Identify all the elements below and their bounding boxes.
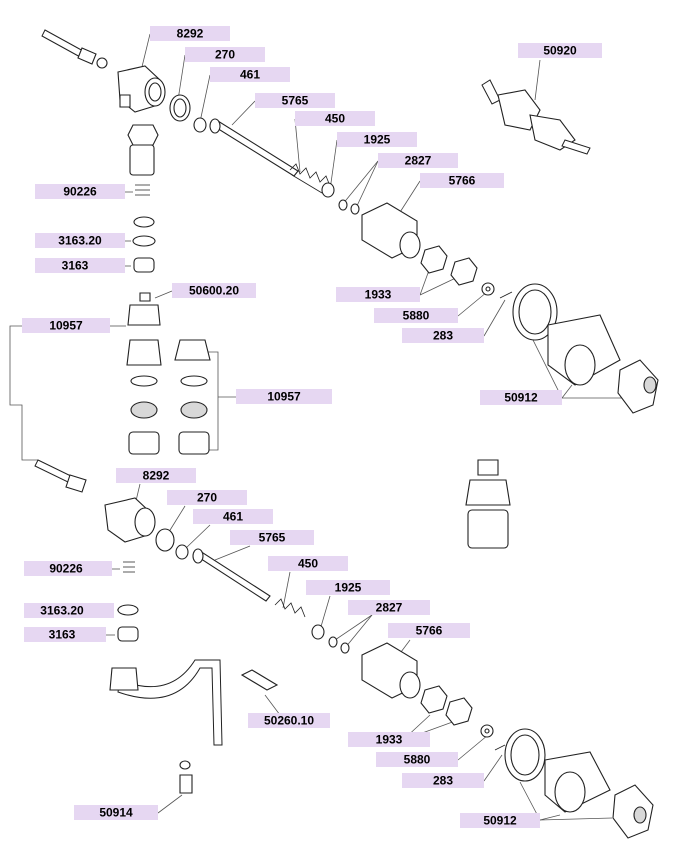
callout: 283 (402, 773, 484, 788)
callout-text: 283 (433, 774, 453, 788)
spring-top (289, 163, 331, 194)
callout: 1925 (306, 580, 390, 595)
callout: 283 (402, 328, 484, 343)
callout-labels: 8292 270 461 5765 450 1925 2827 5766 509… (22, 26, 602, 828)
callout-text: 50912 (483, 814, 517, 828)
callout-text: 283 (433, 329, 453, 343)
callout-text: 270 (197, 491, 217, 505)
callout: 50600.20 (172, 283, 256, 298)
callout: 5766 (388, 623, 470, 638)
left-column-top (126, 124, 511, 549)
callout-text: 1933 (365, 288, 392, 302)
callout-text: 1933 (376, 733, 403, 747)
callout: 50912 (460, 813, 540, 828)
callout-text: 50260.10 (264, 714, 314, 728)
callout: 10957 (236, 389, 332, 404)
callout: 270 (167, 490, 247, 505)
callout: 90226 (24, 561, 112, 576)
callout: 50914 (74, 805, 158, 820)
callout-text: 1925 (364, 133, 391, 147)
callout: 8292 (116, 468, 196, 483)
callout-text: 1925 (335, 581, 362, 595)
callout: 1925 (337, 132, 417, 147)
callout-text: 5765 (282, 94, 309, 108)
callout-text: 450 (325, 112, 345, 126)
callout-text: 461 (240, 68, 260, 82)
callout-text: 5880 (404, 753, 431, 767)
callout-text: 3163 (49, 628, 76, 642)
callout: 5880 (374, 308, 458, 323)
callout-text: 50600.20 (189, 284, 239, 298)
callout: 270 (185, 47, 265, 62)
callout: 3163.20 (24, 603, 114, 618)
callout-text: 5766 (416, 624, 443, 638)
callout: 2827 (348, 600, 430, 615)
callout: 461 (210, 67, 290, 82)
leader-lines (9, 33, 635, 821)
callout: 5880 (376, 752, 458, 767)
callout-text: 270 (215, 48, 235, 62)
callout-text: 8292 (177, 27, 204, 41)
callout: 3163 (24, 627, 106, 642)
callout-text: 3163 (62, 259, 89, 273)
callout-text: 10957 (49, 319, 83, 333)
callout: 10957 (22, 318, 110, 333)
callout: 461 (193, 509, 273, 524)
callout-text: 461 (223, 510, 243, 524)
callout: 1933 (348, 732, 430, 747)
callout-text: 90226 (49, 562, 83, 576)
callout: 50260.10 (248, 713, 330, 728)
callout: 50912 (480, 390, 562, 405)
callout: 90226 (35, 184, 125, 199)
callout: 450 (268, 556, 348, 571)
callout: 8292 (150, 26, 230, 41)
top-assembly (41, 29, 659, 414)
callout-text: 450 (298, 557, 318, 571)
callout-text: 5880 (403, 309, 430, 323)
callout-text: 3163.20 (58, 234, 102, 248)
bottom-assembly (34, 459, 654, 839)
callout: 50920 (518, 43, 602, 58)
callout: 5765 (255, 93, 335, 108)
callout: 1933 (336, 287, 420, 302)
callout-text: 90226 (63, 185, 97, 199)
callout: 5766 (420, 173, 504, 188)
callout-text: 50912 (504, 391, 538, 405)
callout-text: 10957 (267, 390, 301, 404)
callout-text: 2827 (405, 154, 432, 168)
callout-text: 3163.20 (40, 604, 84, 618)
callout-text: 50914 (99, 806, 133, 820)
callout-text: 5765 (259, 531, 286, 545)
callout-text: 2827 (376, 601, 403, 615)
callout: 3163 (35, 258, 125, 273)
callout: 450 (295, 111, 375, 126)
callout: 2827 (378, 153, 458, 168)
callout: 5765 (230, 530, 314, 545)
callout: 3163.20 (35, 233, 125, 248)
callout-text: 8292 (143, 469, 170, 483)
callout-text: 50920 (543, 44, 577, 58)
callout-text: 5766 (449, 174, 476, 188)
